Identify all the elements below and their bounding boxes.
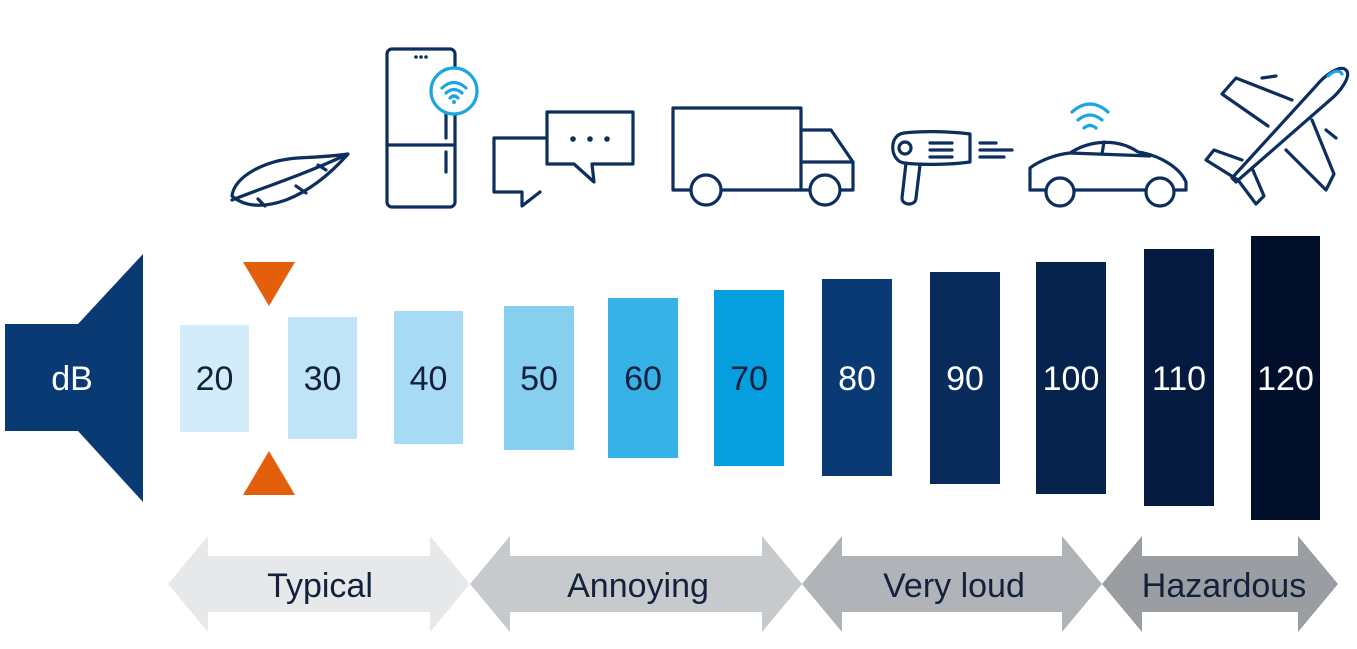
level-block (394, 311, 463, 444)
level-label: 80 (838, 360, 876, 398)
airplane-icon (1204, 66, 1350, 206)
level-40: 40 (394, 311, 463, 444)
level-110: 110 (1144, 249, 1214, 506)
truck-icon (671, 106, 855, 207)
level-block (714, 290, 784, 466)
level-60: 60 (608, 298, 678, 458)
level-50: 50 (504, 306, 574, 450)
level-block (1251, 236, 1320, 520)
feather-icon (230, 152, 350, 208)
category-typical: Typical (168, 536, 470, 632)
level-block (1144, 249, 1214, 506)
chat-bubbles-icon (492, 110, 635, 208)
level-label: 70 (730, 360, 768, 398)
level-label: 60 (624, 360, 662, 398)
speaker-label: dB (51, 360, 93, 398)
level-120: 120 (1251, 236, 1320, 520)
category-label: Hazardous (1142, 567, 1306, 605)
level-blocks: 20 30 40 50 60 70 80 90 100 110 120 (180, 236, 1320, 520)
double-arrow-shape (802, 536, 1102, 632)
level-label: 90 (946, 360, 984, 398)
category-hazardous: Hazardous (1102, 536, 1338, 632)
double-arrow-shape (168, 536, 470, 632)
level-30: 30 (288, 317, 357, 439)
level-block (288, 317, 357, 439)
category-label: Typical (267, 567, 373, 605)
level-marker (243, 262, 295, 495)
level-70: 70 (714, 290, 784, 466)
level-label: 100 (1043, 360, 1100, 398)
level-label: 20 (196, 360, 234, 398)
category-annoying: Annoying (470, 536, 802, 632)
speaker-shape (5, 254, 143, 502)
speaker: dB (5, 254, 143, 502)
level-label: 110 (1152, 360, 1206, 398)
level-label: 40 (410, 360, 448, 398)
level-label: 120 (1257, 360, 1314, 398)
category-label: Annoying (567, 567, 709, 605)
double-arrow-shape (470, 536, 802, 632)
level-label: 50 (520, 360, 558, 398)
level-block (822, 279, 892, 476)
level-block (504, 306, 574, 450)
icons-row (230, 47, 1350, 209)
smart-fridge-icon (385, 47, 479, 209)
category-very-loud: Very loud (802, 536, 1102, 632)
level-block (180, 325, 249, 432)
hair-dryer-icon (891, 130, 1014, 206)
category-label: Very loud (883, 567, 1025, 605)
level-block (608, 298, 678, 458)
level-block (1036, 262, 1106, 494)
connected-car-icon (1028, 102, 1188, 208)
level-block (930, 272, 1000, 484)
double-arrow-shape (1102, 536, 1338, 632)
triangle-up-icon (243, 451, 295, 495)
level-20: 20 (180, 325, 249, 432)
level-90: 90 (930, 272, 1000, 484)
level-100: 100 (1036, 262, 1106, 494)
triangle-down-icon (243, 262, 295, 306)
category-arrows: Typical Annoying Very loud Hazardous (168, 536, 1338, 632)
level-label: 30 (304, 360, 342, 398)
level-80: 80 (822, 279, 892, 476)
